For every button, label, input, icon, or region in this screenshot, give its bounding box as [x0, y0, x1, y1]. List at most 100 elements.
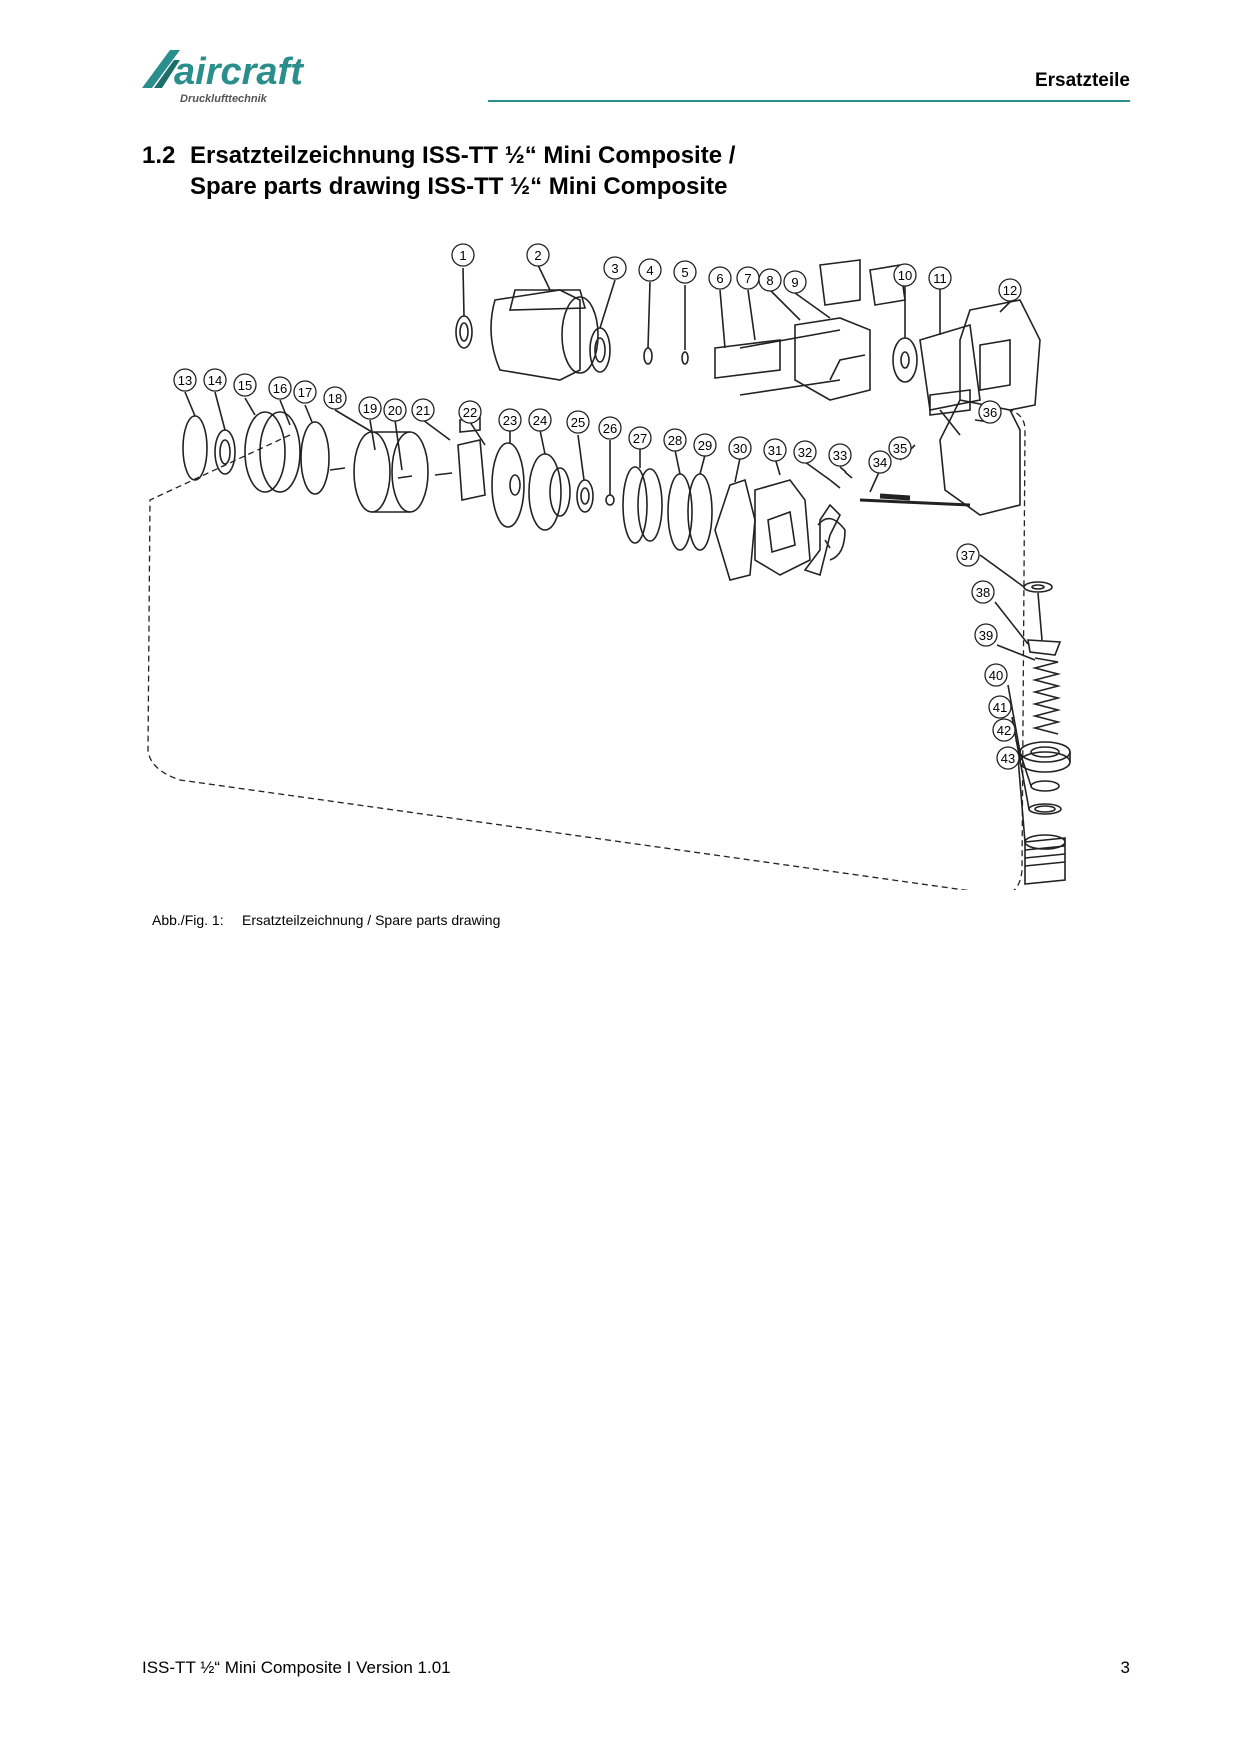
- callout-20: 20: [383, 398, 407, 422]
- callout-33: 33: [828, 443, 852, 467]
- callout-32: 32: [793, 440, 817, 464]
- callout-5: 5: [673, 260, 697, 284]
- callout-26: 26: [598, 416, 622, 440]
- callout-12: 12: [998, 278, 1022, 302]
- callout-34: 34: [868, 450, 892, 474]
- callout-label: 40: [989, 668, 1003, 683]
- callout-2: 2: [526, 243, 550, 267]
- callout-label: 8: [766, 273, 773, 288]
- callout-25: 25: [566, 410, 590, 434]
- callout-label: 9: [791, 275, 798, 290]
- callout-36: 36: [978, 400, 1002, 424]
- callout-label: 17: [298, 385, 312, 400]
- callout-28: 28: [663, 428, 687, 452]
- callout-label: 31: [768, 443, 782, 458]
- callout-label: 6: [716, 271, 723, 286]
- callout-17: 17: [293, 380, 317, 404]
- callout-label: 42: [997, 723, 1011, 738]
- callout-23: 23: [498, 408, 522, 432]
- callout-label: 10: [898, 268, 912, 283]
- callout-30: 30: [728, 436, 752, 460]
- callout-8: 8: [758, 268, 782, 292]
- callout-label: 32: [798, 445, 812, 460]
- header-rule: [488, 100, 1130, 102]
- callout-label: 5: [681, 265, 688, 280]
- figure-caption: Abb./Fig. 1: Ersatzteilzeichnung / Spare …: [152, 912, 500, 928]
- callout-label: 39: [979, 628, 993, 643]
- logo-brand-text: aircraft: [174, 51, 304, 93]
- callout-label: 21: [416, 403, 430, 418]
- callout-label: 41: [993, 700, 1007, 715]
- callout-label: 1: [459, 248, 466, 263]
- callout-39: 39: [974, 623, 998, 647]
- callout-label: 19: [363, 401, 377, 416]
- callout-7: 7: [736, 266, 760, 290]
- callout-13: 13: [173, 368, 197, 392]
- aircraft-logo: aircraft Drucklufttechnik: [142, 50, 304, 105]
- section-label: Ersatzteile: [1034, 70, 1130, 91]
- title-line-2: Spare parts drawing ISS-TT ½“ Mini Compo…: [190, 173, 728, 200]
- callout-label: 34: [873, 455, 887, 470]
- logo-sub-text: Drucklufttechnik: [180, 93, 268, 105]
- callout-label: 20: [388, 403, 402, 418]
- callout-10: 10: [893, 263, 917, 287]
- callout-label: 29: [698, 438, 712, 453]
- callout-3: 3: [603, 256, 627, 280]
- callout-21: 21: [411, 398, 435, 422]
- callout-label: 2: [534, 248, 541, 263]
- caption-text: Ersatzteilzeichnung / Spare parts drawin…: [242, 912, 501, 928]
- callout-24: 24: [528, 408, 552, 432]
- callout-label: 23: [503, 413, 517, 428]
- callout-label: 24: [533, 413, 547, 428]
- callout-label: 28: [668, 433, 682, 448]
- callout-label: 36: [983, 405, 997, 420]
- callout-label: 11: [933, 271, 947, 286]
- callout-14: 14: [203, 368, 227, 392]
- title-number: 1.2: [142, 142, 176, 169]
- title-line-1: Ersatzteilzeichnung ISS-TT ½“ Mini Compo…: [190, 142, 736, 169]
- callout-label: 7: [744, 271, 751, 286]
- callout-42: 42: [992, 718, 1016, 742]
- callout-label: 26: [603, 421, 617, 436]
- callout-18: 18: [323, 386, 347, 410]
- callout-label: 4: [646, 263, 653, 278]
- callout-1: 1: [451, 243, 475, 267]
- callout-43: 43: [996, 746, 1020, 770]
- callout-label: 37: [961, 548, 975, 563]
- callout-29: 29: [693, 433, 717, 457]
- callout-label: 33: [833, 448, 847, 463]
- callout-31: 31: [763, 438, 787, 462]
- caption-label: Abb./Fig. 1:: [152, 912, 224, 928]
- callout-label: 16: [273, 381, 287, 396]
- callout-label: 30: [733, 441, 747, 456]
- callout-4: 4: [638, 258, 662, 282]
- callout-6: 6: [708, 266, 732, 290]
- callout-37: 37: [956, 543, 980, 567]
- callout-9: 9: [783, 270, 807, 294]
- callout-27: 27: [628, 426, 652, 450]
- callout-label: 3: [611, 261, 618, 276]
- footer-page-number: 3: [1120, 1658, 1130, 1677]
- callout-16: 16: [268, 376, 292, 400]
- callout-label: 43: [1001, 751, 1015, 766]
- callout-label: 25: [571, 415, 585, 430]
- callout-label: 14: [208, 373, 222, 388]
- callout-label: 38: [976, 585, 990, 600]
- callout-label: 12: [1003, 283, 1017, 298]
- callout-38: 38: [971, 580, 995, 604]
- callout-11: 11: [928, 266, 952, 290]
- callout-label: 35: [893, 441, 907, 456]
- callout-label: 18: [328, 391, 342, 406]
- callout-40: 40: [984, 663, 1008, 687]
- page-title: 1.2 Ersatzteilzeichnung ISS-TT ½“ Mini Co…: [142, 140, 735, 202]
- callout-35: 35: [888, 436, 912, 460]
- callout-15: 15: [233, 373, 257, 397]
- callout-19: 19: [358, 396, 382, 420]
- footer-doc-version: ISS-TT ½“ Mini Composite I Version 1.01: [142, 1658, 451, 1677]
- callout-label: 15: [238, 378, 252, 393]
- callout-label: 22: [463, 405, 477, 420]
- callout-label: 27: [633, 431, 647, 446]
- callout-label: 13: [178, 373, 192, 388]
